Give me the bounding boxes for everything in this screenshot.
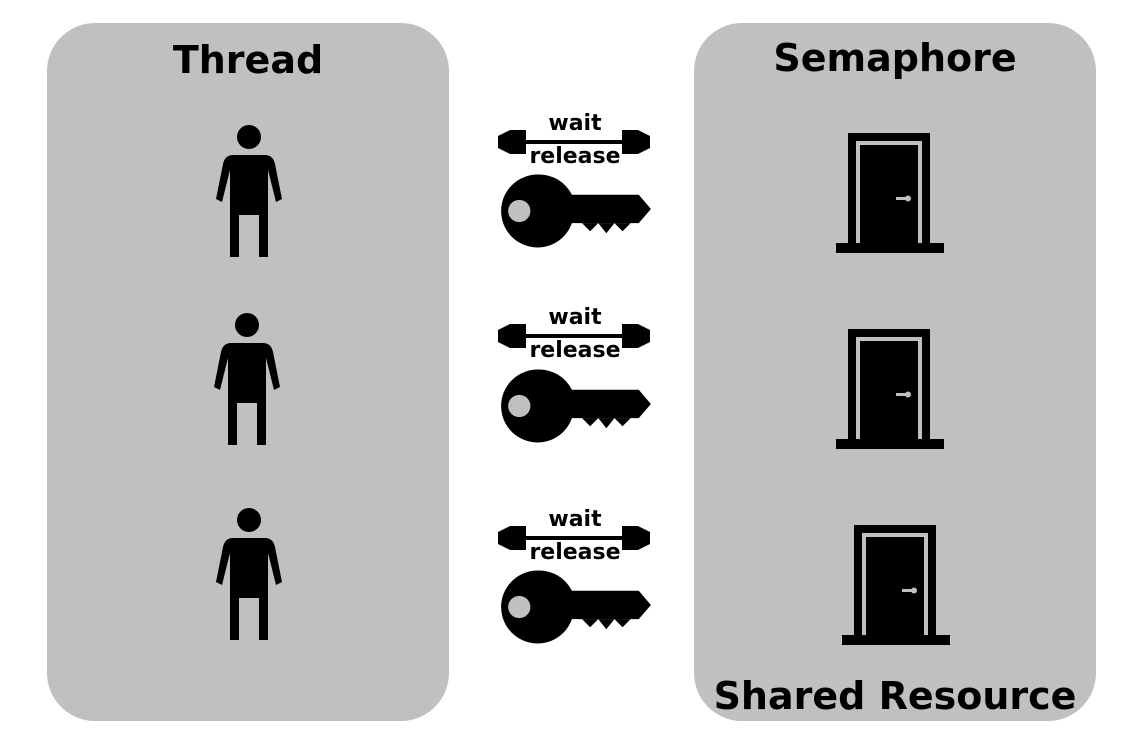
double-arrow-icon (498, 526, 650, 550)
wait-label: wait (548, 507, 602, 532)
double-arrow-icon (498, 130, 650, 154)
door-icon (836, 329, 944, 449)
key-icon (501, 369, 651, 443)
wait-label: wait (548, 111, 602, 136)
double-arrow-icon (498, 324, 650, 348)
shared-resource-label: Shared Resource (713, 674, 1077, 718)
thread-title: Thread (172, 38, 324, 82)
person-icon (214, 313, 280, 445)
semaphore-panel: Semaphore Shared Resource (694, 23, 1096, 721)
semaphore-title: Semaphore (773, 36, 1017, 80)
thread-panel: Thread (47, 23, 449, 721)
person-icon (216, 508, 282, 640)
release-label: release (529, 338, 621, 363)
key-icon (501, 570, 651, 644)
wait-label: wait (548, 305, 602, 330)
release-label: release (529, 144, 621, 169)
door-icon (842, 525, 950, 645)
key-icon (501, 174, 651, 248)
release-label: release (529, 540, 621, 565)
door-icon (836, 133, 944, 253)
person-icon (216, 125, 282, 257)
